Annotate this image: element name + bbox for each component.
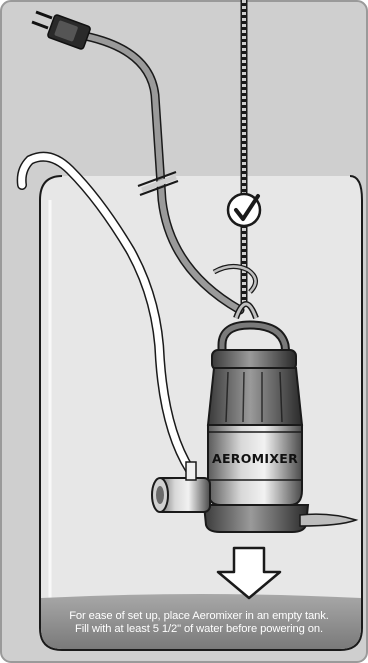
pump-base — [204, 505, 308, 532]
checkmark-circle-icon — [228, 194, 260, 226]
caption-line-1: For ease of set up, place Aeromixer in a… — [42, 610, 356, 623]
instruction-caption: For ease of set up, place Aeromixer in a… — [42, 610, 356, 636]
caption-line-2: Fill with at least 5 1/2" of water befor… — [42, 623, 356, 636]
tank-outline — [40, 176, 362, 650]
brand-label: AEROMIXER — [212, 451, 298, 466]
pump-upper-body — [208, 368, 302, 425]
